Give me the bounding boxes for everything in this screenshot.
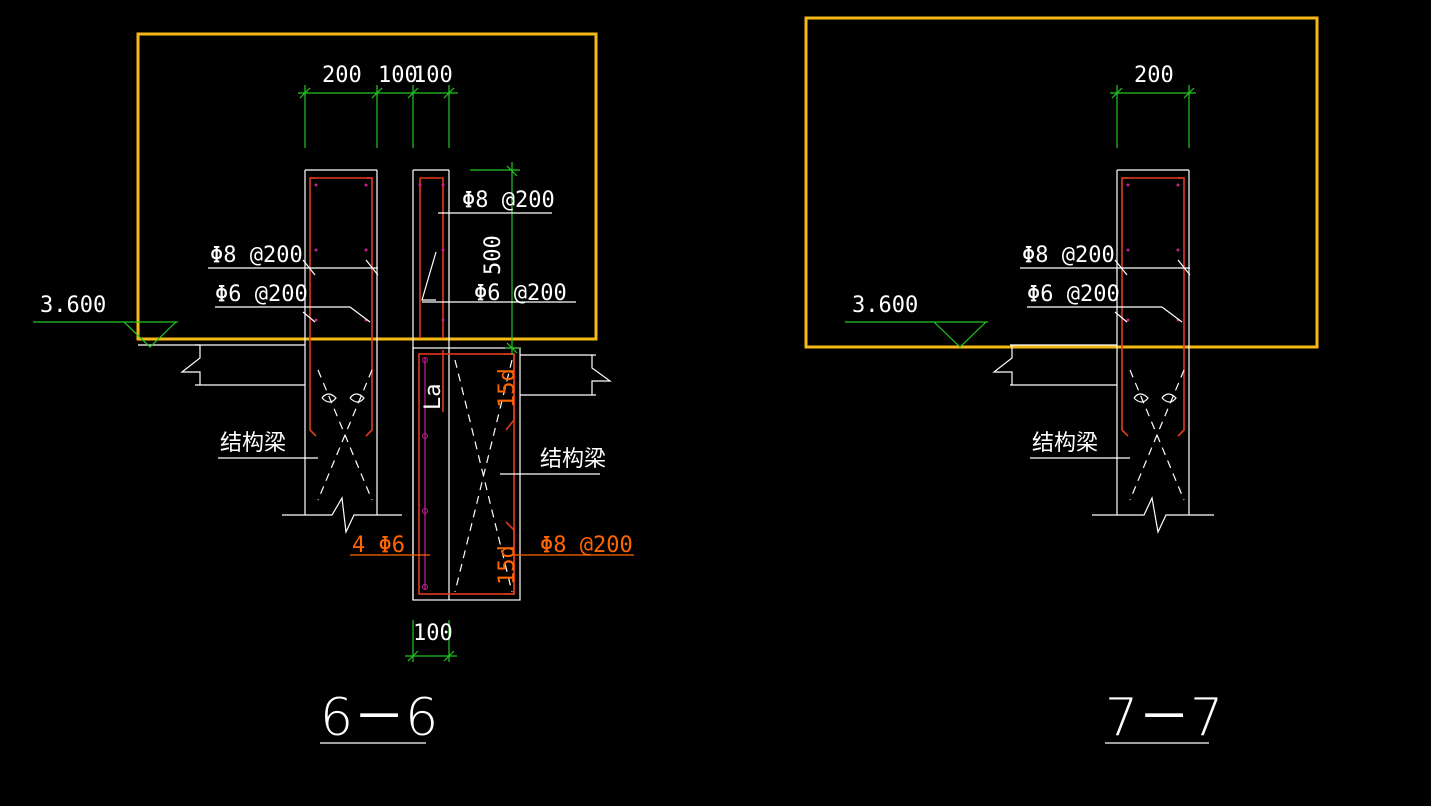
beam-label-left: 结构梁 [220,431,286,456]
rebar-label-phi8-bottom: Φ8 @200 [540,533,633,558]
selection-box-7-7[interactable] [804,16,1319,349]
section-7-7: 200 [804,16,1319,748]
dimension-top-7-7: 200 [1110,63,1196,148]
dim-label-200: 200 [322,63,362,88]
elevation-marker-6-6: 3.600 [33,293,178,348]
beam-label-right: 结构梁 [540,447,606,472]
dim-label-200-7-7: 200 [1134,63,1174,88]
dimension-top-6-6: 200 100 100 [298,63,458,148]
la-label: La [421,384,446,411]
elevation-label-6-6: 3.600 [40,293,106,318]
selection-box-6-6[interactable] [136,32,598,341]
rebar-label-phi8-right-top: Φ8 @200 [462,188,555,213]
dimension-vertical-500: 500 [470,162,520,355]
anchor-label-15d-top: 15d [495,368,520,408]
rebar-label-phi6-left: Φ6 @200 [215,282,308,307]
rebar-label-phi6-7-7: Φ6 @200 [1027,282,1120,307]
rebar-label-phi8-7-7: Φ8 @200 [1022,243,1115,268]
leaders-right-6-6: Φ8 @200 Φ6 @200 结构梁 4 Φ6 Φ8 @200 [350,188,634,558]
elevation-label-7-7: 3.600 [852,293,918,318]
elevation-marker-7-7: 3.600 [845,293,988,348]
slab-left-6-6 [138,344,305,386]
dim-label-100-a: 100 [378,63,418,88]
slab-7-7 [992,344,1117,386]
beam-label-7-7: 结构梁 [1032,431,1098,456]
dim-label-100-b: 100 [413,63,453,88]
section-title-6-6: 6－6 [320,688,438,748]
leaders-7-7: Φ8 @200 Φ6 @200 结构梁 [1020,243,1191,459]
slab-right-6-6 [520,354,612,396]
rebar-label-phi8-left: Φ8 @200 [210,243,303,268]
dim-label-bottom-100: 100 [413,621,453,646]
leaders-left-6-6: Φ8 @200 Φ6 @200 结构梁 [208,243,379,459]
anchor-label-15d-bottom: 15d [495,545,520,585]
dim-label-500: 500 [481,235,506,275]
wall-7-7 [1092,169,1214,534]
section-title-7-7: 7－7 [1105,688,1223,748]
right-wall-6-6: La 15d 15d [412,169,521,601]
rebar-label-phi6-right: Φ6 @200 [474,281,567,306]
dimension-bottom-6-6: 100 [405,620,457,662]
bars-label-4phi6: 4 Φ6 [352,533,405,558]
section-6-6: 200 100 100 [33,32,634,748]
left-wall-6-6 [282,169,402,535]
